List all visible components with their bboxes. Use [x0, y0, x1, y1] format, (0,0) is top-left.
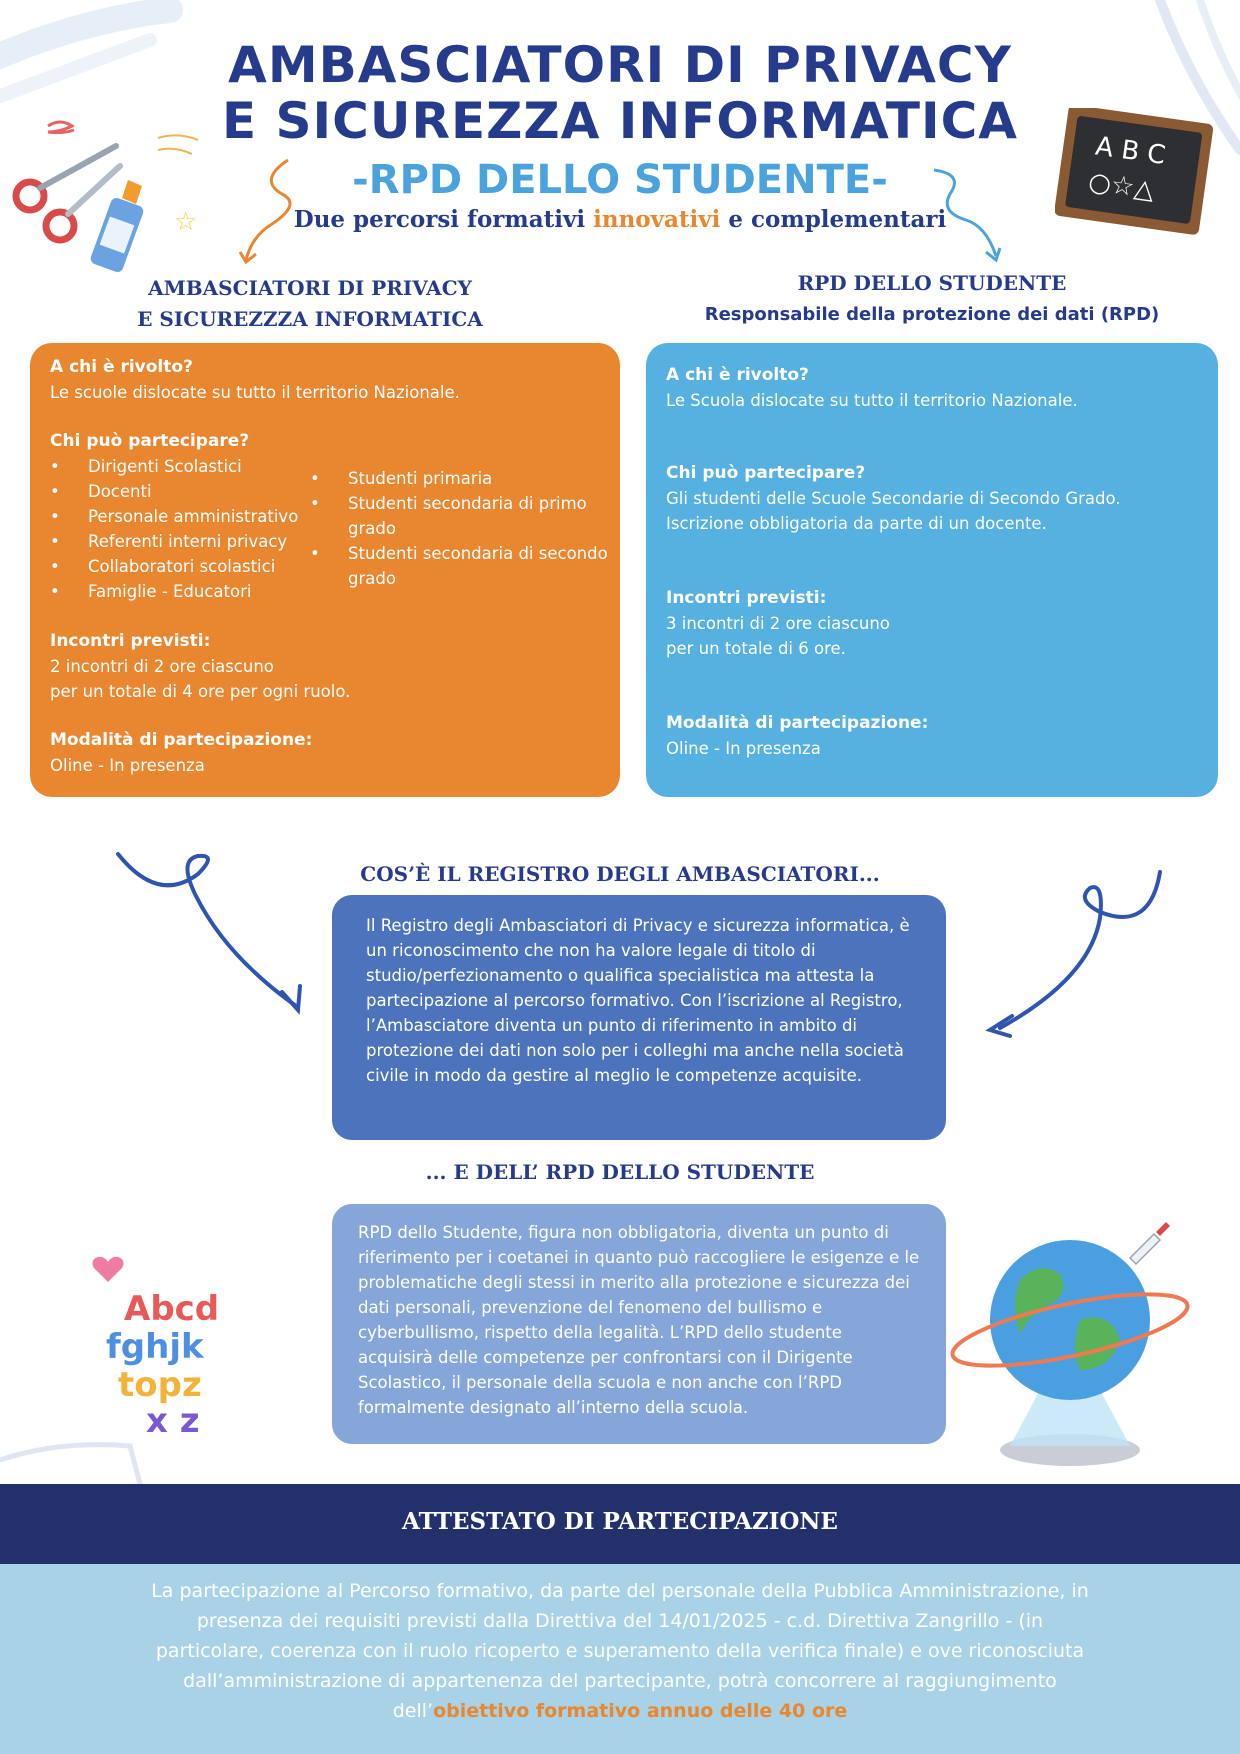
- mode-block: Modalità di partecipazione: Oline - In p…: [50, 728, 312, 778]
- globe-illustration: [950, 1222, 1190, 1466]
- rpd-section-title: ... E DELL’ RPD DELLO STUDENTE: [425, 1160, 815, 1184]
- participant-item: Dirigenti Scolastici: [50, 454, 320, 479]
- rpd-who-block: A chi è rivolto? Le Scuola dislocate su …: [666, 363, 1078, 413]
- certificate-title: ATTESTATO DI PARTECIPAZIONE: [402, 1508, 838, 1535]
- scissors-glue-illustration: ☆: [12, 120, 199, 273]
- alphabet-illustration: Abcd fghjk topz x z: [92, 1256, 219, 1440]
- rpd-mode-block: Modalità di partecipazione: Oline - In p…: [666, 711, 928, 761]
- certificate-band: [0, 1484, 1240, 1564]
- rpd-card: A chi è rivolto? Le Scuola dislocate su …: [646, 343, 1218, 797]
- ambasciatori-card: A chi è rivolto? Le scuole dislocate su …: [30, 343, 620, 797]
- rpd-meetings-line-1: 3 incontri di 2 ore ciascuno: [666, 614, 890, 633]
- top-right-swoosh: [1155, 0, 1240, 155]
- rpd-who-question: A chi è rivolto?: [666, 365, 809, 385]
- rocket-icon: [1128, 1222, 1170, 1266]
- glue-bottle-icon: [90, 180, 144, 273]
- svg-text:x z: x z: [146, 1401, 200, 1440]
- tagline-post: e complementari: [720, 206, 947, 233]
- rpd-participants-line-2: Iscrizione obbligatoria da parte di un d…: [666, 514, 1047, 533]
- tagline: Due percorsi formativi innovativi e comp…: [0, 206, 1240, 233]
- rpd-mode-question: Modalità di partecipazione:: [666, 713, 929, 733]
- rpd-meetings-line-2: per un totale di 6 ore.: [666, 639, 846, 658]
- participants-list-left: Dirigenti ScolasticiDocentiPersonale amm…: [50, 454, 320, 604]
- who-answer: Le scuole dislocate su tutto il territor…: [50, 383, 460, 402]
- participant-item: Studenti secondaria di primo grado: [310, 491, 610, 541]
- title-line-1: AMBASCIATORI DI PRIVACY: [228, 36, 1012, 94]
- participants-list-right: Studenti primariaStudenti secondaria di …: [310, 466, 610, 591]
- participant-item: Docenti: [50, 479, 320, 504]
- meetings-line-1: 2 incontri di 2 ore ciascuno: [50, 657, 274, 676]
- footer-body: La partecipazione al Percorso formativo,…: [151, 1580, 1089, 1722]
- participant-item: Studenti primaria: [310, 466, 610, 491]
- top-left-swoosh: [0, 0, 183, 104]
- rpd-text: RPD dello Studente, figura non obbligato…: [358, 1223, 920, 1417]
- left-heading-line-2: E SICUREZZZA INFORMATICA: [137, 307, 483, 331]
- orange-arrow-icon: [238, 158, 292, 265]
- svg-text:Abcd: Abcd: [124, 1289, 219, 1329]
- rpd-meetings-block: Incontri previsti: 3 incontri di 2 ore c…: [666, 586, 890, 661]
- tagline-highlight: innovativi: [593, 206, 721, 233]
- left-column-heading: AMBASCIATORI DI PRIVACY E SICUREZZZA INF…: [40, 273, 580, 335]
- footer-panel: [0, 1564, 1240, 1754]
- right-heading-title: RPD DELLO STUDENTE: [797, 271, 1067, 295]
- registry-title: COS’È IL REGISTRO DEGLI AMBASCIATORI...: [360, 862, 880, 886]
- svg-text:topz: topz: [118, 1365, 202, 1405]
- participant-item: Famiglie - Educatori: [50, 579, 320, 604]
- mode-question: Modalità di partecipazione:: [50, 730, 313, 750]
- left-heading-line-1: AMBASCIATORI DI PRIVACY: [148, 276, 472, 300]
- meetings-block: Incontri previsti: 2 incontri di 2 ore c…: [50, 629, 350, 704]
- right-heading-subtitle: Responsabile della protezione dei dati (…: [704, 304, 1160, 325]
- meetings-question: Incontri previsti:: [50, 631, 211, 651]
- registry-box: Il Registro degli Ambasciatori di Privac…: [332, 895, 946, 1140]
- tagline-pre: Due percorsi formativi: [293, 206, 594, 233]
- footer-highlight: obiettivo formativo annuo delle 40 ore: [433, 1700, 848, 1722]
- participant-item: Referenti interni privacy: [50, 529, 320, 554]
- who-block: A chi è rivolto? Le scuole dislocate su …: [50, 355, 460, 405]
- curly-arrow-left-icon: [116, 852, 302, 1015]
- participants-question: Chi può partecipare?: [50, 431, 250, 451]
- scissors-icon: [12, 143, 123, 244]
- curly-arrow-right-icon: [985, 870, 1162, 1038]
- blue-arrow-icon: [933, 168, 1002, 263]
- rpd-who-answer: Le Scuola dislocate su tutto il territor…: [666, 391, 1078, 410]
- svg-text:fghjk: fghjk: [106, 1327, 205, 1367]
- rpd-participants-line-1: Gli studenti delle Scuole Secondarie di …: [666, 489, 1121, 508]
- bottom-left-swoosh: [0, 1442, 143, 1484]
- heart-icon: [92, 1256, 124, 1282]
- subtitle: -RPD DELLO STUDENTE-: [352, 157, 888, 203]
- participant-item: Collaboratori scolastici: [50, 554, 320, 579]
- rpd-meetings-question: Incontri previsti:: [666, 588, 827, 608]
- globe-icon: [990, 1240, 1150, 1400]
- svg-text:☆: ☆: [174, 207, 197, 237]
- footer-text: La partecipazione al Percorso formativo,…: [150, 1576, 1090, 1726]
- rpd-participants-question: Chi può partecipare?: [666, 463, 866, 483]
- who-question: A chi è rivolto?: [50, 357, 193, 377]
- participant-item: Personale amministrativo: [50, 504, 320, 529]
- registry-text: Il Registro degli Ambasciatori di Privac…: [366, 916, 910, 1085]
- participant-item: Studenti secondaria di secondo grado: [310, 541, 610, 591]
- rpd-box: RPD dello Studente, figura non obbligato…: [332, 1204, 946, 1444]
- chalkboard-illustration: A B C ○☆△: [1055, 108, 1214, 235]
- mode-answer: Oline - In presenza: [50, 756, 205, 775]
- right-column-heading: RPD DELLO STUDENTE Responsabile della pr…: [640, 268, 1224, 330]
- meetings-line-2: per un totale di 4 ore per ogni ruolo.: [50, 682, 351, 701]
- title-line-2: E SICUREZZA INFORMATICA: [221, 92, 1019, 150]
- rpd-mode-answer: Oline - In presenza: [666, 739, 821, 758]
- rpd-participants-block: Chi può partecipare? Gli studenti delle …: [666, 461, 1121, 536]
